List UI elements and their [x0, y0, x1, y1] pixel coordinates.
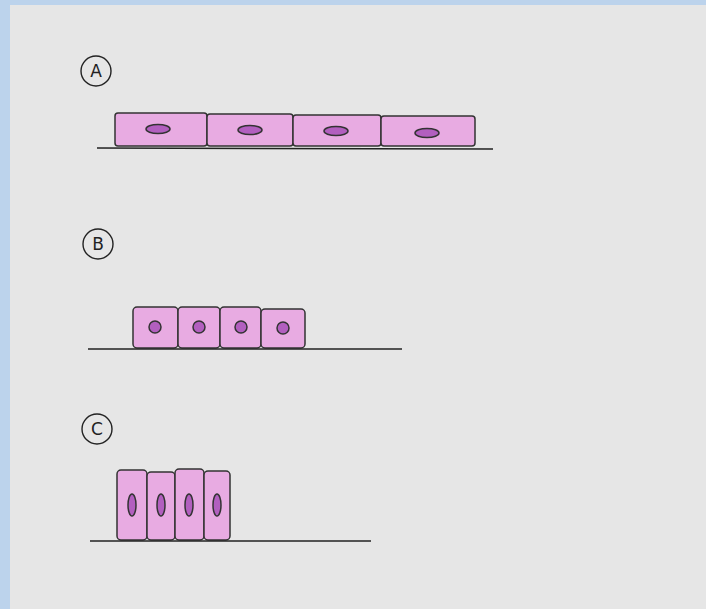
frame-bar [0, 0, 706, 5]
cell [381, 116, 475, 146]
nucleus [415, 129, 439, 138]
callout-letter: B [92, 234, 104, 254]
nucleus [324, 127, 348, 136]
cell [220, 307, 261, 348]
frame-bar [0, 0, 10, 609]
basement-membrane [90, 540, 371, 542]
nucleus [235, 321, 247, 333]
nucleus [193, 321, 205, 333]
callout-letter: A [90, 61, 102, 81]
nucleus [128, 494, 136, 516]
nucleus [213, 494, 221, 516]
circle-outline [83, 229, 113, 259]
cell [204, 471, 230, 540]
callout-circle: A [80, 55, 112, 87]
circle-outline [82, 414, 112, 444]
nucleus [185, 494, 193, 516]
basement-membrane [97, 148, 493, 149]
cell [147, 472, 175, 540]
nucleus [149, 321, 161, 333]
nucleus [157, 494, 165, 516]
cell [178, 307, 220, 348]
nucleus [238, 126, 262, 135]
cell [133, 307, 178, 348]
cell [115, 113, 207, 146]
nucleus [277, 322, 289, 334]
callout-letter: C [91, 419, 103, 439]
circle-outline [81, 56, 111, 86]
callout-circle: B [82, 228, 114, 260]
cuboidal-cells [133, 307, 305, 348]
cell [175, 469, 204, 540]
cell [293, 115, 381, 146]
cell [207, 114, 293, 146]
nucleus [146, 125, 170, 134]
cell [261, 309, 305, 348]
squamous-cells [115, 113, 475, 146]
cell [117, 470, 147, 540]
callout-circle: C [81, 413, 113, 445]
basement-membrane [88, 348, 402, 350]
columnar-cells [117, 469, 230, 540]
